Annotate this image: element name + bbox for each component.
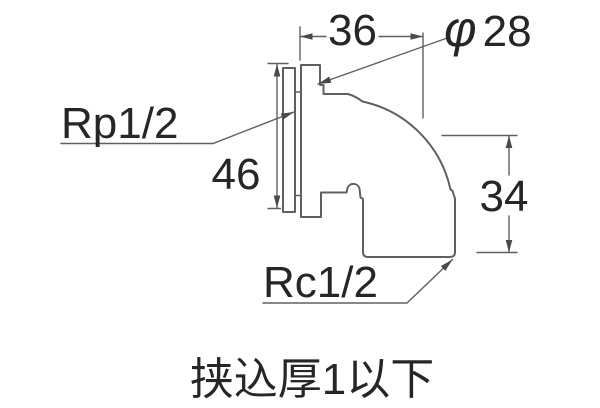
dimension-line [267, 62, 289, 210]
diameter-symbol: φ [444, 1, 477, 57]
arrowhead-right [410, 33, 423, 40]
leader-inlet-thread: Rp1/2 [60, 99, 295, 148]
outlet-thread-label: Rc1/2 [263, 258, 378, 307]
leader-outlet-thread: Rc1/2 [262, 258, 454, 307]
leader-line [60, 111, 295, 145]
arrowhead-top [505, 135, 513, 148]
diameter-value: 28 [483, 7, 532, 56]
leader-line [262, 258, 454, 304]
flange-height-label: 46 [212, 150, 261, 199]
arrowhead-diameter [318, 76, 332, 84]
elbow-body-outline [300, 64, 456, 258]
part-outline-group [282, 64, 456, 258]
dimension-line [299, 26, 424, 119]
wall-flange-plate [282, 67, 296, 213]
dimension-outlet-height: 34 [441, 134, 529, 254]
leader-line [317, 36, 451, 85]
outlet-height-label: 34 [480, 172, 529, 221]
arrowhead-left [300, 33, 313, 40]
dimension-line [441, 134, 518, 254]
clamp-gap-lines [294, 91, 302, 197]
top-width-label: 36 [328, 6, 377, 55]
arrowhead-outlet [440, 259, 453, 271]
arrowhead-bottom [505, 240, 513, 253]
arrowhead-bottom [273, 195, 281, 208]
inlet-thread-label: Rp1/2 [61, 99, 178, 148]
arrowhead-inlet [280, 112, 294, 120]
dimension-flange-height: 46 [212, 62, 289, 210]
arrowhead-top [273, 64, 281, 77]
dimension-top-width: 36 [299, 6, 424, 119]
caption-text: 挟込厚1以下 [190, 355, 434, 404]
